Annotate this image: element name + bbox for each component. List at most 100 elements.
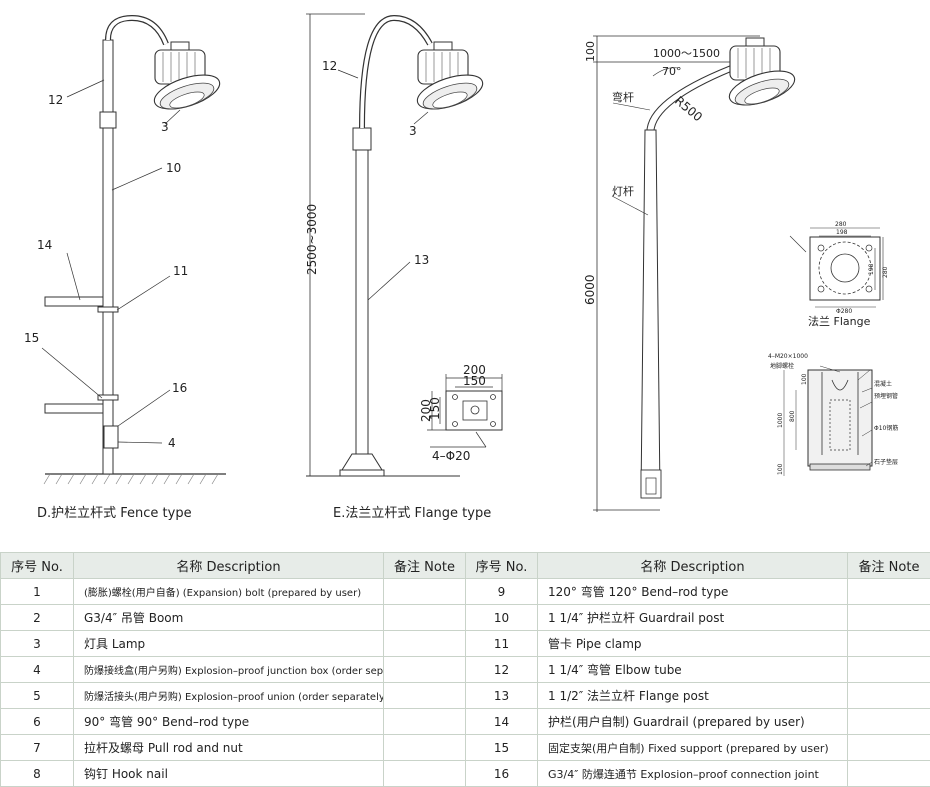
row-no: 12 — [465, 656, 538, 683]
row-note — [383, 630, 466, 657]
row-note — [383, 578, 466, 605]
table-row: 8 钩钉 Hook nail 16 G3/4″ 防爆连通节 Explosion–… — [0, 760, 930, 787]
dim-200-side: 200 — [419, 399, 433, 422]
foundation-pipe: 预埋钢管 — [874, 392, 898, 400]
row-no: 2 — [0, 604, 74, 631]
row-no: 11 — [465, 630, 538, 657]
row-desc: 90° 弯管 90° Bend–rod type — [73, 708, 384, 735]
header-no-left: 序号 No. — [0, 552, 74, 579]
row-note — [383, 656, 466, 683]
callout-d-14: 14 — [37, 238, 52, 252]
row-no: 8 — [0, 760, 74, 787]
caption-flange-type: E.法兰立杆式 Flange type — [333, 506, 492, 521]
foundation-dim-800: 800 — [789, 410, 796, 422]
foundation-dim-100b: 100 — [801, 373, 808, 385]
row-note — [847, 578, 930, 605]
dim-150-side: 150 — [428, 397, 442, 420]
flange-dim-a: 280 — [835, 221, 847, 228]
label-radius: R500 — [672, 94, 705, 125]
callout-e-12: 12 — [322, 59, 337, 73]
header-desc-right: 名称 Description — [537, 552, 848, 579]
callout-d-10: 10 — [166, 161, 181, 175]
row-note — [847, 708, 930, 735]
row-no: 4 — [0, 656, 74, 683]
dim-150-top: 150 — [463, 374, 486, 388]
pole-flange-detail: 280 198 198 280 Φ280 法兰 Flange — [789, 221, 889, 328]
row-no: 7 — [0, 734, 74, 761]
row-note — [847, 630, 930, 657]
row-no: 9 — [465, 578, 538, 605]
flange-caption: 法兰 Flange — [808, 314, 871, 328]
dim-angle: 70° — [662, 65, 682, 78]
header-desc-left: 名称 Description — [73, 552, 384, 579]
callout-d-12: 12 — [48, 93, 63, 107]
row-no: 13 — [465, 682, 538, 709]
label-pole: 灯杆 — [612, 184, 634, 198]
row-note — [383, 734, 466, 761]
table-row: 7 拉杆及螺母 Pull rod and nut 15 固定支架(用户自制) F… — [0, 734, 930, 761]
foundation-gravel: 石子垫层 — [874, 458, 898, 466]
row-desc: (膨胀)螺栓(用户自备) (Expansion) bolt (prepared … — [73, 578, 384, 605]
row-note — [383, 604, 466, 631]
header-no-right: 序号 No. — [465, 552, 538, 579]
callout-d-3: 3 — [161, 120, 169, 134]
table-row: 5 防爆活接头(用户另购) Explosion–proof union (ord… — [0, 682, 930, 709]
flange-dim-b: 198 — [836, 229, 848, 236]
row-desc: 管卡 Pipe clamp — [537, 630, 848, 657]
row-desc: 1 1/4″ 弯管 Elbow tube — [537, 656, 848, 683]
callout-d-11: 11 — [173, 264, 188, 278]
flange-dim-c: 198 — [868, 263, 875, 275]
row-desc: 灯具 Lamp — [73, 630, 384, 657]
row-note — [847, 760, 930, 787]
row-note — [383, 708, 466, 735]
flange-dim-d: 280 — [882, 266, 889, 278]
table-row: 1 (膨胀)螺栓(用户自备) (Expansion) bolt (prepare… — [0, 578, 930, 605]
flange-type-drawing: 12 3 13 2500~3000 200 — [305, 13, 503, 477]
foundation-bolt: 4–M20×1000 — [768, 353, 808, 360]
row-desc: 1 1/4″ 护栏立杆 Guardrail post — [537, 604, 848, 631]
row-desc: G3/4″ 防爆连通节 Explosion–proof connection j… — [537, 760, 848, 787]
row-no: 15 — [465, 734, 538, 761]
row-no: 5 — [0, 682, 74, 709]
fence-type-drawing: 12 3 10 14 11 15 16 4 — [24, 14, 226, 485]
foundation-anchor: 地脚螺栓 — [770, 362, 794, 370]
foundation-dim-100a: 100 — [777, 463, 784, 475]
row-note — [847, 604, 930, 631]
callout-e-13: 13 — [414, 253, 429, 267]
table-header-row: 序号 No. 名称 Description 备注 Note 序号 No. 名称 … — [0, 552, 930, 579]
row-no: 16 — [465, 760, 538, 787]
row-note — [847, 682, 930, 709]
foundation-concrete: 混凝土 — [874, 380, 892, 388]
caption-fence-type: D.护栏立杆式 Fence type — [37, 506, 192, 521]
table-row: 3 灯具 Lamp 11 管卡 Pipe clamp — [0, 630, 930, 657]
foundation-detail: 4–M20×1000 地脚螺栓 混凝土 预埋钢管 Φ10钢筋 石子垫层 1000… — [768, 353, 898, 476]
dim-holes: 4–Φ20 — [432, 449, 470, 463]
row-desc: 防爆接线盒(用户另购) Explosion–proof junction box… — [73, 656, 384, 683]
foundation-dim-1000: 1000 — [777, 413, 784, 428]
flange-post-height: 2500~3000 — [305, 204, 319, 275]
header-note-right: 备注 Note — [847, 552, 930, 579]
row-note — [383, 760, 466, 787]
row-note — [383, 682, 466, 709]
row-desc: 固定支架(用户自制) Fixed support (prepared by us… — [537, 734, 848, 761]
dim-100: 100 — [584, 41, 597, 62]
header-note-left: 备注 Note — [383, 552, 466, 579]
callout-d-16: 16 — [172, 381, 187, 395]
row-no: 6 — [0, 708, 74, 735]
row-no: 14 — [465, 708, 538, 735]
flange-dim-e: Φ280 — [836, 308, 852, 315]
callout-d-15: 15 — [24, 331, 39, 345]
row-no: 1 — [0, 578, 74, 605]
row-desc: 防爆活接头(用户另购) Explosion–proof union (order… — [73, 682, 384, 709]
dim-reach: 1000～1500 — [653, 47, 720, 60]
street-pole-drawing: 100 6000 1000～1500 70° 弯杆 R500 灯杆 — [583, 35, 898, 512]
parts-table: 序号 No. 名称 Description 备注 Note 序号 No. 名称 … — [0, 552, 930, 787]
row-no: 3 — [0, 630, 74, 657]
table-row: 4 防爆接线盒(用户另购) Explosion–proof junction b… — [0, 656, 930, 683]
table-row: 2 G3/4″ 吊管 Boom 10 1 1/4″ 护栏立杆 Guardrail… — [0, 604, 930, 631]
label-boom: 弯杆 — [612, 90, 634, 104]
table-row: 6 90° 弯管 90° Bend–rod type 14 护栏(用户自制) G… — [0, 708, 930, 735]
row-desc: G3/4″ 吊管 Boom — [73, 604, 384, 631]
row-desc: 拉杆及螺母 Pull rod and nut — [73, 734, 384, 761]
row-note — [847, 656, 930, 683]
